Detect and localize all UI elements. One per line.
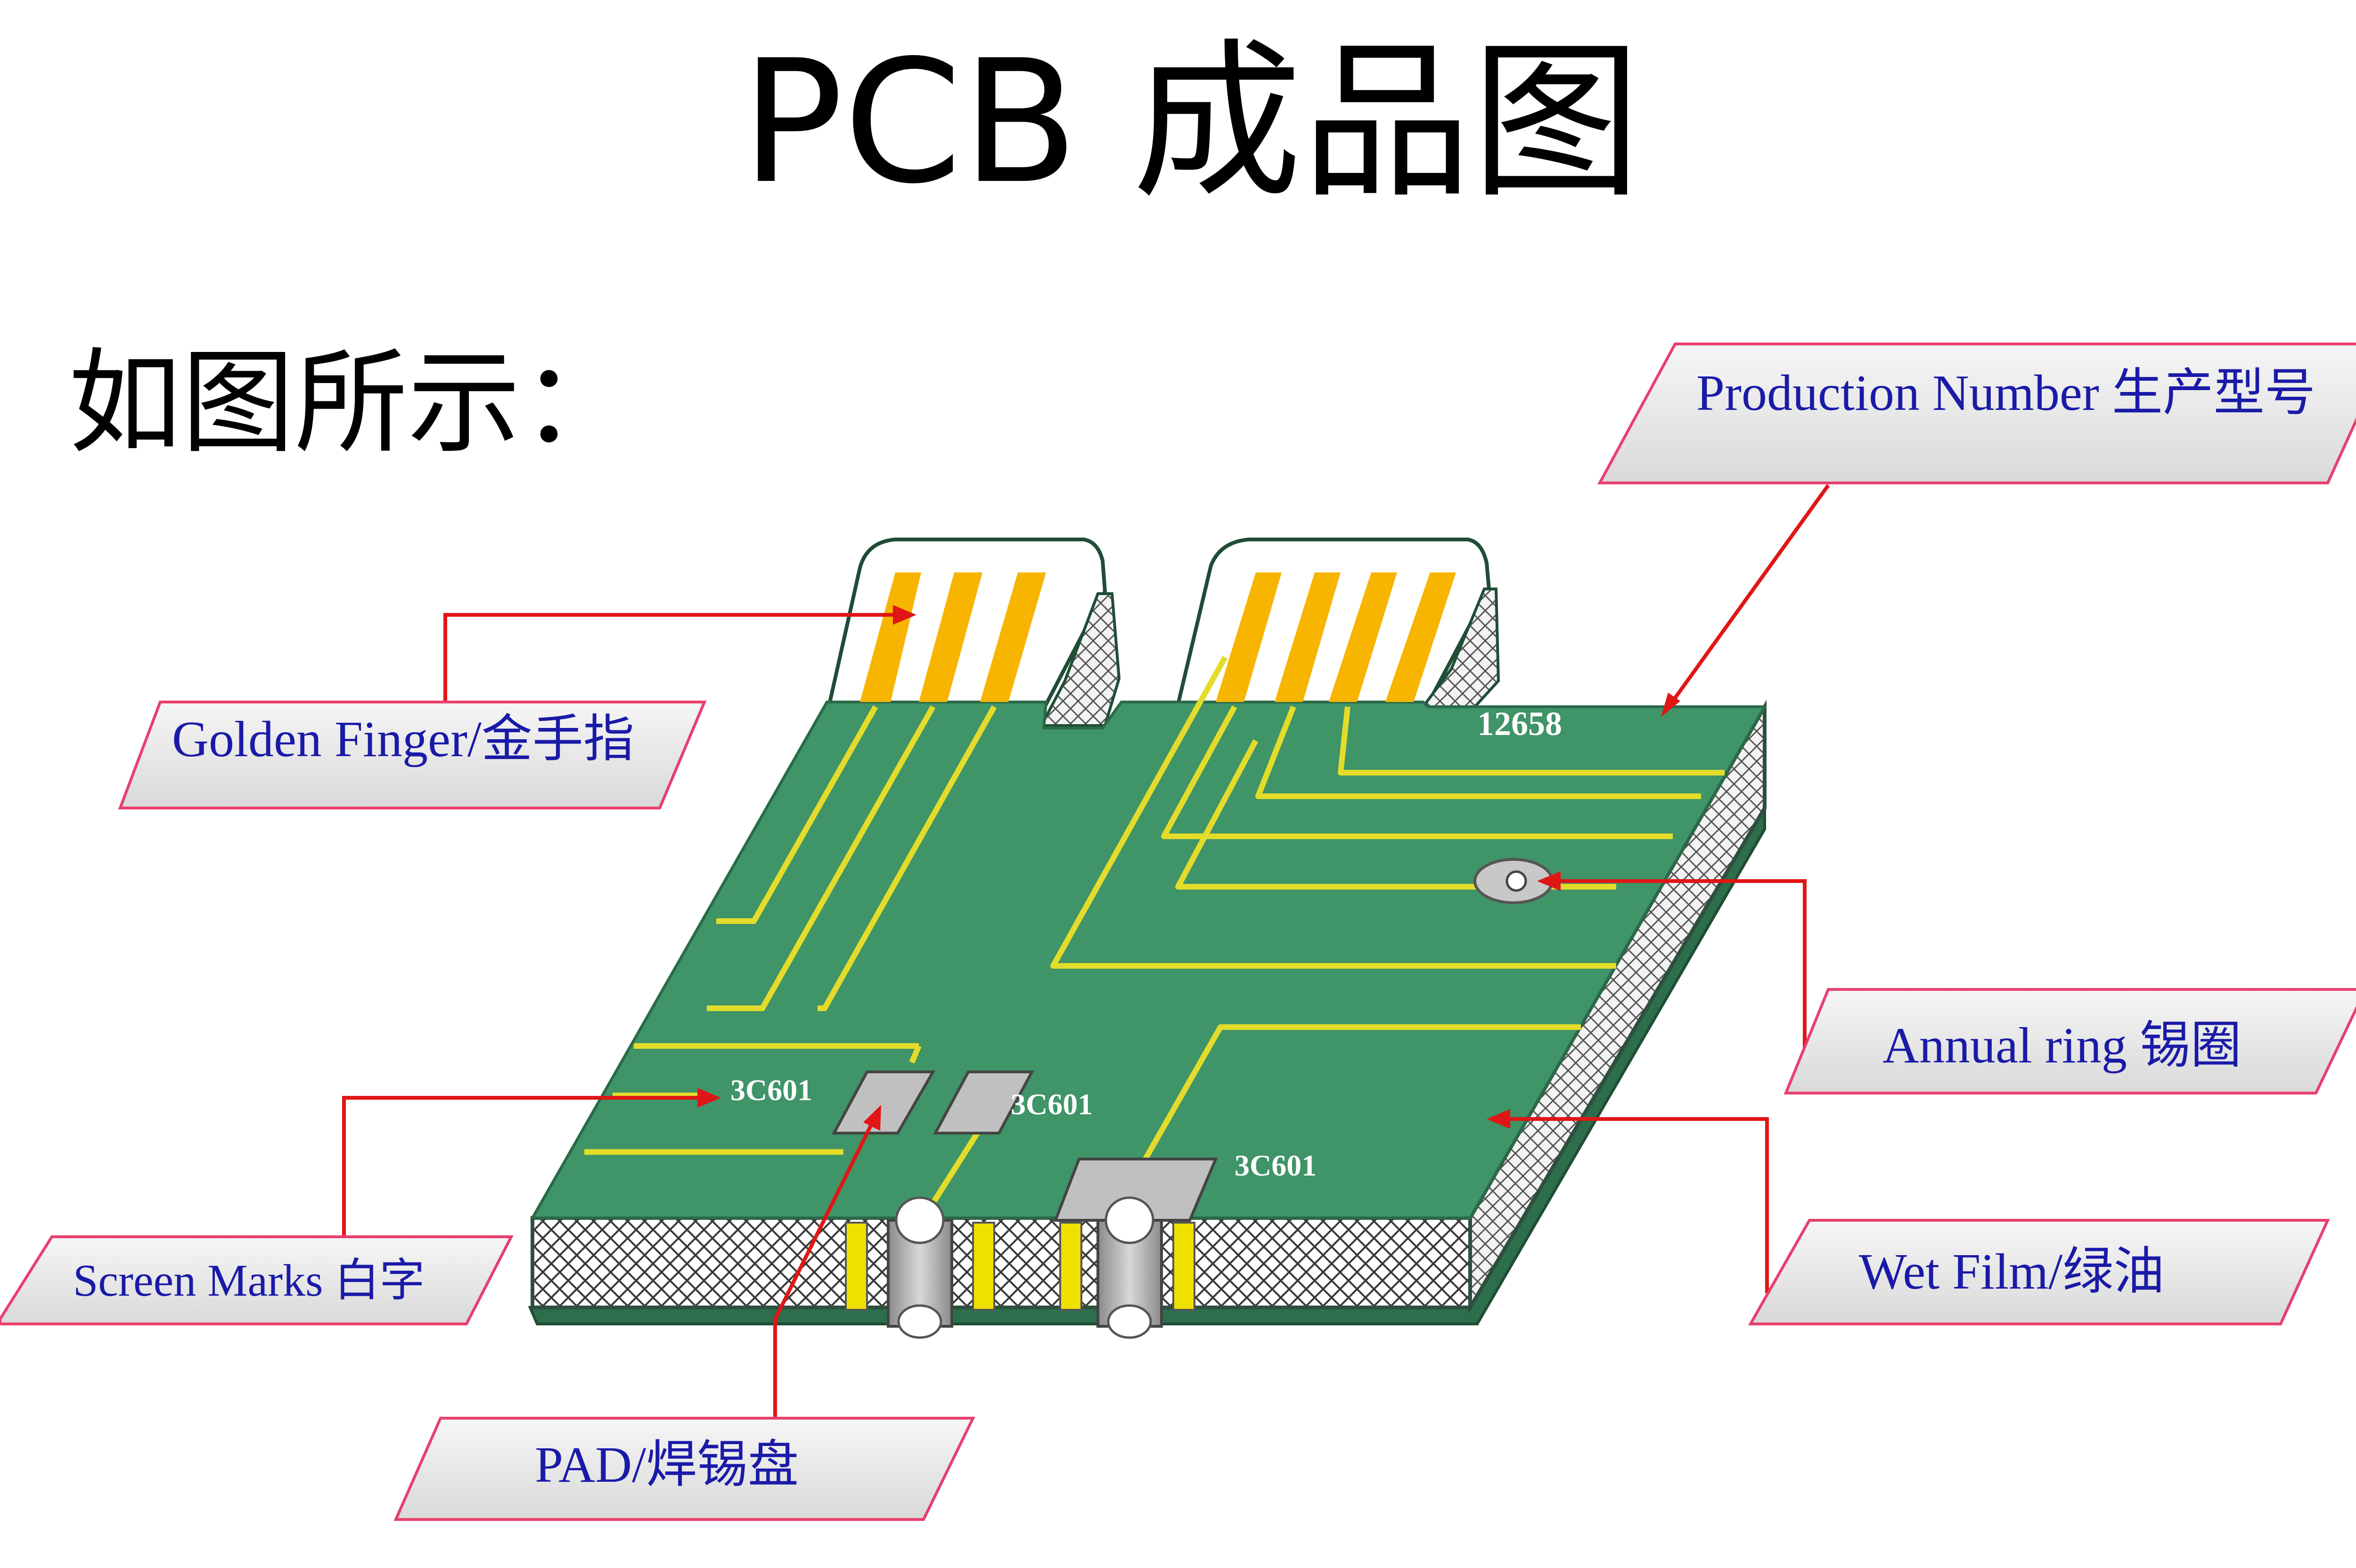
screen-mark-3: 3C601 [1235, 1149, 1317, 1182]
label-wet-film-text: Wet Film/绿油 [1859, 1244, 2164, 1300]
board-front-core [531, 1216, 1472, 1309]
leader-pad [773, 1123, 874, 1418]
label-annual-ring-text: Annual ring 锡圈 [1882, 1018, 2241, 1074]
production-number-mark: 12658 [1477, 705, 1562, 743]
page-title: PCB 成品图 [741, 24, 1641, 221]
leader-wet-film [1505, 1117, 1769, 1293]
label-wet-film: Wet Film/绿油 [1748, 1219, 2330, 1325]
label-annual-ring: Annual ring 锡圈 [1783, 988, 2356, 1094]
arrowheads [697, 605, 1680, 1131]
label-production-number: Production Number 生产型号 [1597, 343, 2356, 484]
copper-traces [584, 656, 1725, 1220]
label-golden-finger: Golden Finger/金手指 [118, 701, 707, 809]
leader-screen-marks [342, 1096, 702, 1244]
leader-lines [342, 484, 1830, 1418]
leader-production-number [1669, 484, 1830, 706]
plated-holes [845, 1196, 1195, 1339]
leader-golden-finger [443, 613, 898, 702]
screen-mark-1: 3C601 [730, 1073, 812, 1107]
intro-text: 如图所示： [68, 337, 634, 469]
label-screen-marks: Screen Marks 白字 [0, 1235, 514, 1325]
gold-fingers [860, 572, 1456, 702]
label-production-number-text: Production Number 生产型号 [1696, 365, 2315, 421]
screen-mark-2: 3C601 [1011, 1087, 1093, 1121]
label-golden-finger-text: Golden Finger/金手指 [172, 711, 634, 768]
label-pad: PAD/焊锡盘 [393, 1417, 975, 1521]
leader-annual-ring [1555, 879, 1807, 1067]
smd-pads [831, 1070, 1218, 1222]
label-screen-marks-text: Screen Marks 白字 [73, 1255, 425, 1306]
label-pad-text: PAD/焊锡盘 [535, 1437, 799, 1493]
silkscreen-marks: 12658 3C601 3C601 3C601 [730, 705, 1562, 1182]
